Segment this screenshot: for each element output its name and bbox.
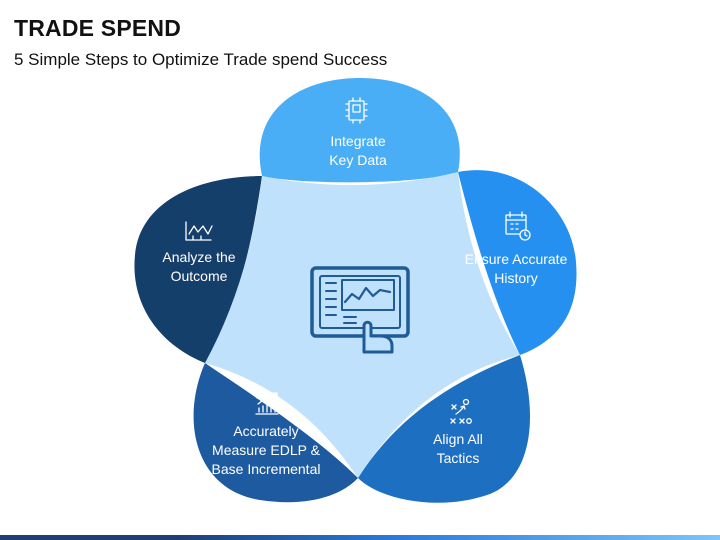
step-label-align-all-tactics: Align All Tactics: [433, 431, 483, 466]
petal-ensure-accurate-history: [458, 170, 577, 355]
page-subtitle: 5 Simple Steps to Optimize Trade spend S…: [14, 50, 388, 69]
dashboard-touch-icon: [310, 266, 410, 354]
calendar-clock-icon: [505, 211, 531, 241]
step-label-accurately-measure: Accurately Measure EDLP & Base Increment…: [211, 423, 321, 477]
petal-align-all-tactics: [358, 355, 530, 503]
step-label-ensure-accurate-history: Ensure Accurate History: [464, 251, 568, 286]
petal-analyze-the-outcome: [134, 176, 262, 363]
footer-gradient-bar: [0, 535, 720, 540]
step-label-analyze-the-outcome: Analyze the Outcome: [162, 249, 236, 284]
petal-integrate-key-data: [259, 78, 460, 183]
circuit-chip-icon: [345, 97, 368, 124]
tactics-play-icon: [450, 398, 472, 424]
growth-chart-icon: [255, 392, 279, 415]
page-title: TRADE SPEND: [14, 15, 182, 41]
step-label-integrate-key-data: Integrate Key Data: [329, 133, 387, 168]
center-star: [205, 172, 520, 478]
line-chart-icon: [185, 221, 213, 241]
petal-accurately-measure: [193, 363, 358, 503]
